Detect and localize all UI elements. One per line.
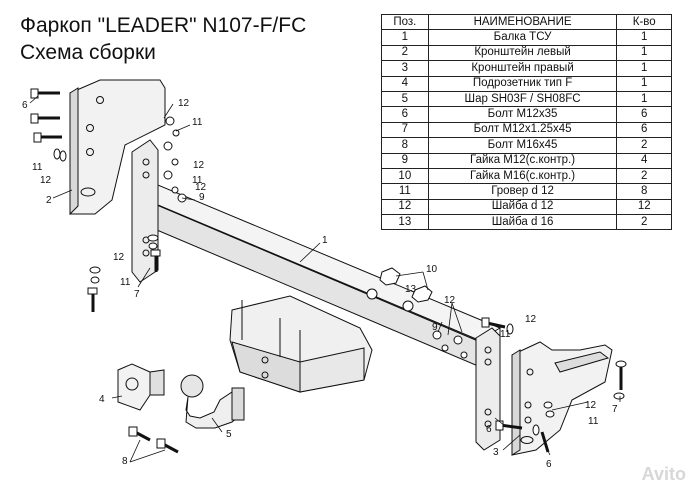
callout-7a: 7 xyxy=(134,289,140,300)
callout-9b: 9 xyxy=(432,322,438,333)
cell-pos: 13 xyxy=(381,214,429,231)
cell-name: Шар SH03F / SH08FC xyxy=(427,90,618,108)
callouts: 1 2 3 4 5 6 6 6 7 7 8 9 9 10 11 11 11 11… xyxy=(22,98,618,470)
tow-ball xyxy=(180,374,245,429)
cell-name: Болт М16х45 xyxy=(427,137,618,154)
callout-13: 13 xyxy=(405,284,417,295)
socket-plate xyxy=(117,363,165,411)
cell-name: Кронштейн правый xyxy=(427,60,618,77)
callout-7b: 7 xyxy=(612,404,618,415)
page-title: Фаркоп "LEADER" N107-F/FC xyxy=(20,14,307,37)
cell-name: Болт М12х35 xyxy=(427,106,618,123)
callout-11d: 11 xyxy=(120,277,131,288)
tow-mount-bracket xyxy=(229,295,373,393)
hardware-center xyxy=(366,267,468,359)
cell-name: Шайба d 16 xyxy=(427,214,618,231)
cell-qty: 1 xyxy=(616,90,672,108)
callout-10: 10 xyxy=(426,264,438,275)
callout-11a: 11 xyxy=(192,117,203,128)
hardware-left-nuts xyxy=(163,116,187,203)
callout-6a: 6 xyxy=(22,100,28,111)
callout-12b: 12 xyxy=(193,160,205,171)
callout-12a: 12 xyxy=(178,98,190,109)
callout-6c: 6 xyxy=(546,459,552,470)
callout-12c: 12 xyxy=(195,182,207,193)
callout-12g: 12 xyxy=(525,314,537,325)
hardware-left-top xyxy=(30,88,67,162)
left-bracket xyxy=(69,79,166,216)
header-qty: К-во xyxy=(616,13,672,31)
right-bracket xyxy=(511,341,613,456)
callout-11e: 11 xyxy=(500,329,511,340)
hardware-left-low xyxy=(87,234,161,312)
callout-8: 8 xyxy=(122,456,128,467)
cell-qty: 2 xyxy=(616,214,672,231)
cell-pos: 3 xyxy=(381,60,429,77)
callout-1: 1 xyxy=(322,235,328,246)
hardware-right xyxy=(481,317,627,453)
header-name: НАИМЕНОВАНИЕ xyxy=(427,13,618,31)
header-pos: Поз. xyxy=(381,13,429,31)
callout-4: 4 xyxy=(99,394,105,405)
callout-12h: 12 xyxy=(585,400,597,411)
cell-name: Подрозетник тип F xyxy=(427,75,618,92)
cell-qty: 1 xyxy=(616,60,672,77)
callout-5: 5 xyxy=(226,429,232,440)
hardware-ball-bolts xyxy=(128,426,179,454)
callout-6b: 6 xyxy=(486,424,492,435)
callout-2: 2 xyxy=(46,195,52,206)
callout-12f: 12 xyxy=(444,295,456,306)
callout-9a: 9 xyxy=(199,192,205,203)
beam-left-plate xyxy=(131,139,159,283)
cell-name: Болт М12х1.25х45 xyxy=(427,121,618,139)
callout-3: 3 xyxy=(493,447,499,458)
callout-11f: 11 xyxy=(588,416,599,427)
callout-11c: 11 xyxy=(32,162,43,173)
beam-right-plate xyxy=(475,327,501,451)
watermark: Avito xyxy=(641,464,686,484)
callout-12d: 12 xyxy=(40,175,52,186)
page-subtitle: Схема сборки xyxy=(20,41,156,64)
callout-11b: 11 xyxy=(192,175,203,186)
cell-pos: 12 xyxy=(381,198,429,216)
leader-lines xyxy=(29,95,621,463)
parts-table-header: Поз. НАИМЕНОВАНИЕ К-во xyxy=(381,13,672,31)
callout-12e: 12 xyxy=(113,252,125,263)
cell-qty: 1 xyxy=(616,75,672,92)
cell-qty: 6 xyxy=(616,106,672,123)
